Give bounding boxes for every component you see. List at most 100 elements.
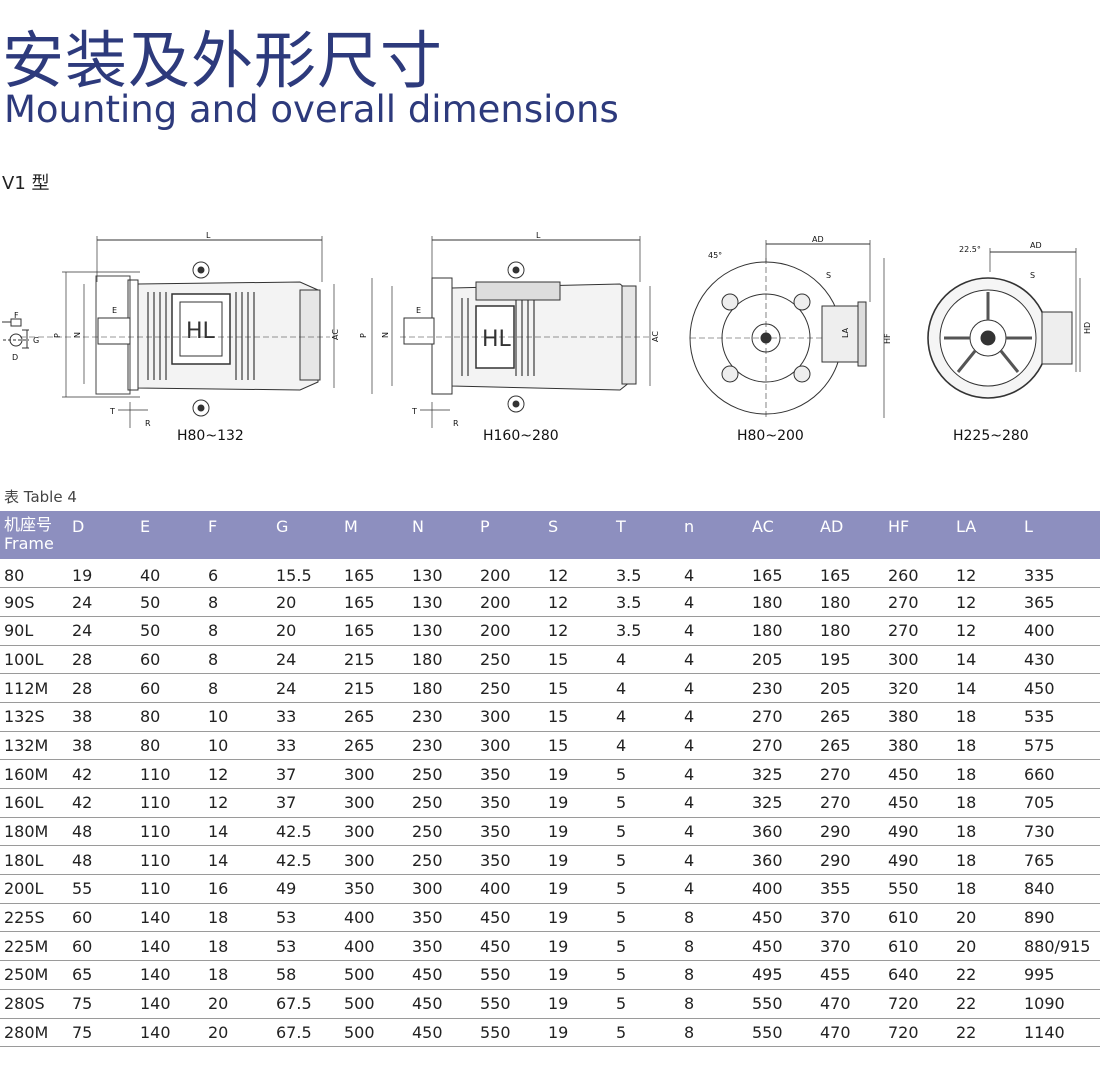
table-cell: 18 (948, 759, 1016, 789)
table-cell: 8 (676, 1018, 744, 1048)
table-cell: 450 (472, 931, 540, 962)
table-cell: 80 (132, 731, 200, 761)
table-cell: 19 (540, 874, 608, 904)
table-caption: 表 Table 4 (4, 488, 77, 506)
table-cell: 28 (64, 645, 132, 675)
table-cell: 250 (404, 788, 472, 818)
table-cell: 720 (880, 1018, 948, 1048)
table-cell: 450 (404, 1018, 472, 1048)
table-cell: 720 (880, 989, 948, 1019)
column-header: LA (948, 511, 1016, 559)
table-cell: 75 (64, 1018, 132, 1048)
table-cell: 14 (200, 817, 268, 847)
dim-ac-label: AC (331, 329, 340, 340)
table-cell: 165 (744, 559, 812, 589)
table-cell: 450 (404, 989, 472, 1019)
table-cell: 4 (676, 559, 744, 589)
table-cell: 265 (812, 731, 880, 761)
frame-cell: 200L (0, 874, 64, 904)
table-cell: 300 (472, 731, 540, 761)
table-cell: 270 (880, 616, 948, 646)
frame-cell: 280M (0, 1018, 64, 1048)
table-cell: 840 (1016, 874, 1100, 904)
caption-h225-280: H225~280 (953, 428, 1029, 444)
table-cell: 180 (812, 616, 880, 646)
table-cell: 550 (744, 989, 812, 1019)
table-cell: 15 (540, 731, 608, 761)
dim-r-label-2: R (453, 419, 459, 428)
column-header: N (404, 511, 472, 559)
table-cell: 8 (676, 960, 744, 990)
table-cell: 300 (336, 845, 404, 876)
table-cell: 300 (472, 702, 540, 732)
table-cell: 250 (472, 673, 540, 703)
table-cell: 18 (948, 845, 1016, 876)
frame-cell: 132S (0, 702, 64, 732)
nameplate-text-2: HL (482, 327, 512, 352)
table-cell: 20 (948, 931, 1016, 962)
table-cell: 20 (200, 1018, 268, 1048)
table-cell: 20 (268, 587, 336, 617)
dim-l-label-2: L (536, 231, 541, 240)
table-cell: 350 (336, 874, 404, 904)
column-header: P (472, 511, 540, 559)
table-cell: 55 (64, 874, 132, 904)
table-cell: 1140 (1016, 1018, 1100, 1048)
table-cell: 53 (268, 931, 336, 962)
table-cell: 18 (948, 702, 1016, 732)
dim-p-label-2: P (359, 333, 368, 338)
table-cell: 890 (1016, 903, 1100, 933)
table-cell: 165 (812, 559, 880, 589)
table-cell: 12 (200, 788, 268, 818)
table-cell: 18 (200, 931, 268, 962)
table-cell: 765 (1016, 845, 1100, 876)
table-cell: 22 (948, 989, 1016, 1019)
nameplate-text: HL (186, 319, 216, 344)
table-cell: 50 (132, 616, 200, 646)
table-cell: 10 (200, 702, 268, 732)
table-cell: 490 (880, 817, 948, 847)
table-cell: 180 (812, 587, 880, 617)
caption-h80-200: H80~200 (737, 428, 804, 444)
table-cell: 165 (336, 616, 404, 646)
table-cell: 42.5 (268, 845, 336, 876)
end-view-large-frame: AD 22.5° S HD (927, 241, 1092, 399)
table-cell: 5 (608, 989, 676, 1019)
column-header: T (608, 511, 676, 559)
table-cell: 140 (132, 989, 200, 1019)
column-header: M (336, 511, 404, 559)
table-cell: 230 (404, 702, 472, 732)
table-cell: 370 (812, 931, 880, 962)
table-cell: 450 (1016, 673, 1100, 703)
table-cell: 265 (336, 702, 404, 732)
table-cell: 15.5 (268, 559, 336, 589)
page-title-chinese: 安装及外形尺寸 (2, 24, 444, 97)
table-cell: 12 (540, 587, 608, 617)
dimension-drawings: F G D L P N E HL AC (2, 231, 1092, 428)
shaft-detail-drawing: F G D (2, 311, 39, 362)
table-cell: 350 (472, 817, 540, 847)
dim-t-label: T (109, 407, 115, 416)
table-cell: 230 (404, 731, 472, 761)
table-cell: 250 (404, 845, 472, 876)
table-cell: 350 (472, 759, 540, 789)
table-cell: 42.5 (268, 817, 336, 847)
table-cell: 205 (812, 673, 880, 703)
table-cell: 8 (676, 903, 744, 933)
column-header: AC (744, 511, 812, 559)
table-cell: 270 (812, 788, 880, 818)
table-cell: 130 (404, 616, 472, 646)
table-cell: 490 (880, 845, 948, 876)
table-cell: 5 (608, 874, 676, 904)
table-cell: 18 (948, 731, 1016, 761)
table-cell: 265 (336, 731, 404, 761)
frame-cell: 160M (0, 759, 64, 789)
table-cell: 270 (880, 587, 948, 617)
